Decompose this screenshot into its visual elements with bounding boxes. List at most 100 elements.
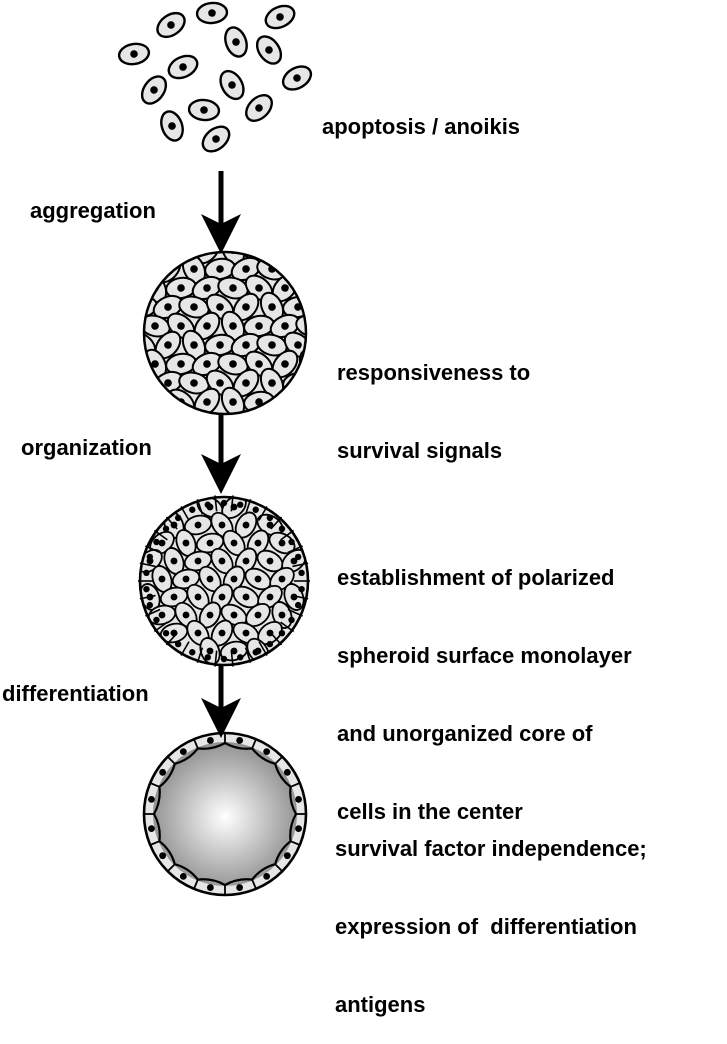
cell-nucleus — [124, 321, 134, 331]
epithelial-nucleus — [263, 748, 271, 756]
epithelial-nucleus — [159, 852, 167, 860]
cell — [154, 330, 182, 360]
cell-nucleus — [254, 539, 262, 547]
monolayer-nucleus — [204, 654, 211, 661]
transition-arrows — [201, 171, 241, 738]
cell-nucleus — [124, 359, 135, 370]
cell-nucleus — [255, 104, 263, 112]
cell-nucleus — [158, 575, 166, 583]
cell-nucleus — [242, 557, 250, 565]
cell-nucleus — [164, 341, 172, 349]
cell-nucleus — [266, 557, 274, 565]
cell — [217, 352, 249, 376]
aggregate-outline — [142, 250, 308, 416]
cell — [144, 255, 157, 283]
epithelial-nucleus — [179, 872, 187, 880]
arrow-label-organization: organization — [21, 435, 152, 460]
cell-nucleus — [177, 322, 185, 330]
cell-nucleus — [151, 360, 159, 368]
cell-aggregate-illustration — [112, 245, 315, 416]
epithelial-nucleus — [283, 852, 291, 860]
monolayer-nucleus — [146, 553, 154, 561]
cell — [124, 245, 145, 263]
cell — [234, 511, 258, 539]
epithelial-nucleus — [295, 825, 302, 833]
cell-nucleus — [124, 283, 135, 294]
cell — [201, 125, 231, 153]
monolayer-nucleus — [252, 649, 259, 656]
spheroid-outline — [138, 495, 310, 667]
cell-nucleus — [281, 360, 289, 368]
arrow-aggregation — [201, 171, 241, 254]
cell-nucleus — [194, 593, 202, 601]
cell-nucleus — [203, 398, 211, 406]
epithelial-cell-border — [167, 756, 176, 765]
monolayer-nucleus — [266, 640, 274, 648]
cell-nucleus — [306, 397, 315, 406]
cell-body — [144, 255, 157, 283]
epithelial-nucleus — [179, 748, 187, 756]
cell — [144, 314, 171, 338]
cell-body — [144, 390, 171, 414]
monolayer-nucleus — [153, 616, 160, 624]
stage-description-organized-spheroid: establishment of polarized spheroid surf… — [337, 513, 632, 851]
hollow-spheroid-illustration — [142, 731, 308, 897]
cell-nucleus — [306, 245, 315, 254]
monolayer-nucleus — [298, 585, 305, 593]
cell-nucleus — [278, 575, 286, 583]
cell-nucleus — [168, 122, 176, 130]
cell-nucleus — [144, 379, 146, 387]
cell-nucleus — [190, 341, 198, 349]
cell-nucleus — [281, 252, 289, 254]
cell-body — [144, 252, 171, 262]
cell-nucleus — [170, 593, 178, 601]
cell-nucleus — [190, 379, 198, 387]
cell-nucleus — [206, 539, 214, 547]
cell-nucleus — [255, 284, 263, 292]
cell-nucleus — [255, 322, 263, 330]
cell-nucleus — [290, 593, 298, 601]
cell-nucleus — [208, 9, 216, 17]
stage-line: survival factor independence; — [335, 836, 647, 861]
monolayer-nucleus — [162, 525, 170, 533]
cell-nucleus — [230, 611, 238, 619]
arrow-head — [201, 454, 241, 494]
cell-nucleus — [216, 265, 224, 273]
epithelial-nucleus — [206, 737, 214, 744]
cell-nucleus — [124, 245, 134, 255]
arrow-differentiation — [201, 664, 241, 738]
cell — [259, 367, 285, 399]
cell — [245, 94, 273, 122]
cell-nucleus — [266, 593, 274, 601]
cell-nucleus — [229, 284, 237, 292]
cell — [195, 1, 229, 25]
hollow-lumen — [153, 742, 297, 886]
stage-description-cell-aggregate: responsiveness to survival signals — [337, 308, 530, 490]
cell-nucleus — [151, 252, 159, 254]
stage-line: establishment of polarized — [337, 565, 615, 590]
cell-nucleus — [212, 135, 220, 143]
arrow-head — [201, 214, 241, 254]
cell-nucleus — [216, 303, 224, 311]
cell-nucleus — [242, 521, 250, 529]
cell-body — [112, 270, 147, 306]
cell-nucleus — [293, 74, 301, 82]
cell — [144, 252, 171, 262]
cell-nucleus — [232, 38, 240, 46]
cell — [295, 390, 315, 414]
cell — [271, 349, 299, 379]
monolayer-nucleus — [220, 499, 228, 507]
cell-nucleus — [306, 321, 315, 330]
cell-nucleus — [278, 611, 286, 619]
epithelial-nucleus — [206, 884, 214, 891]
cell-nucleus — [242, 341, 250, 349]
cell-nucleus — [268, 341, 276, 349]
cell — [232, 585, 260, 609]
cell-nucleus — [206, 575, 214, 583]
cell-nucleus — [179, 63, 187, 71]
cell-nucleus — [164, 379, 172, 387]
stage-line: responsiveness to — [337, 360, 531, 385]
cell-nucleus — [130, 50, 138, 58]
cell — [160, 110, 184, 142]
monolayer-nucleus — [278, 525, 286, 533]
